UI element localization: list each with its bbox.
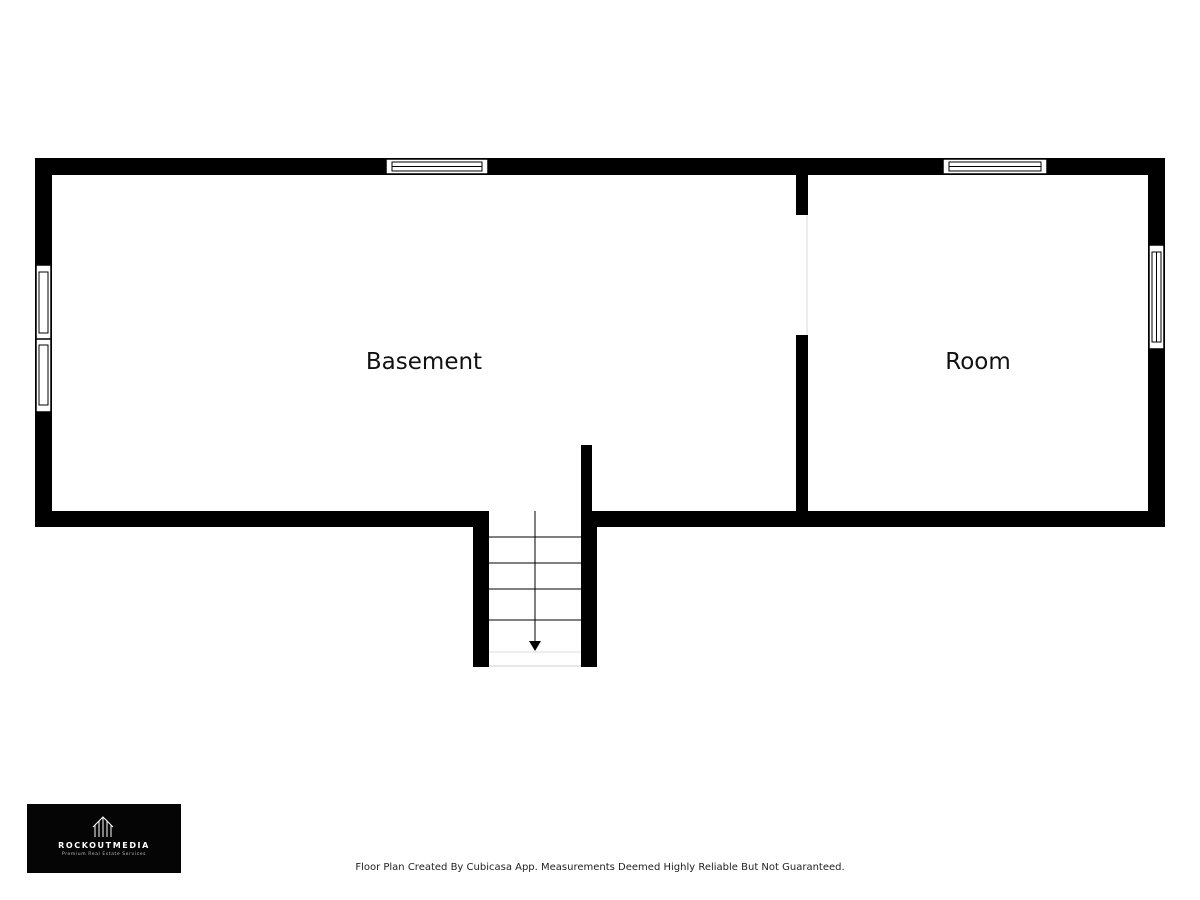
stairwell-wall-right: [581, 511, 597, 667]
logo-name: ROCKOUTMEDIA: [58, 841, 150, 850]
wall-top: [35, 158, 1165, 175]
room-label-basement: Basement: [366, 349, 482, 375]
window-top-right: [942, 158, 1048, 175]
staircase: [489, 511, 581, 667]
footer-disclaimer: Floor Plan Created By Cubicasa App. Meas…: [355, 862, 845, 873]
window-left: [35, 264, 52, 413]
window-top-left: [385, 158, 489, 175]
stairwell-wall-left: [473, 511, 489, 667]
partition-wall-lower: [796, 335, 808, 515]
building-logo-icon: [92, 816, 114, 837]
stair-wall-stub: [581, 445, 592, 515]
room-label-room: Room: [945, 349, 1011, 375]
wall-bottom-right: [581, 511, 1165, 527]
partition-wall-upper: [796, 173, 808, 215]
window-right: [1148, 244, 1165, 350]
logo-tagline: Premium Real Estate Services: [61, 852, 147, 857]
wall-bottom-left: [35, 511, 489, 527]
walls: [35, 158, 1165, 667]
stairs-down-arrow-icon: [529, 641, 541, 651]
company-logo: ROCKOUTMEDIA Premium Real Estate Service…: [27, 804, 181, 873]
